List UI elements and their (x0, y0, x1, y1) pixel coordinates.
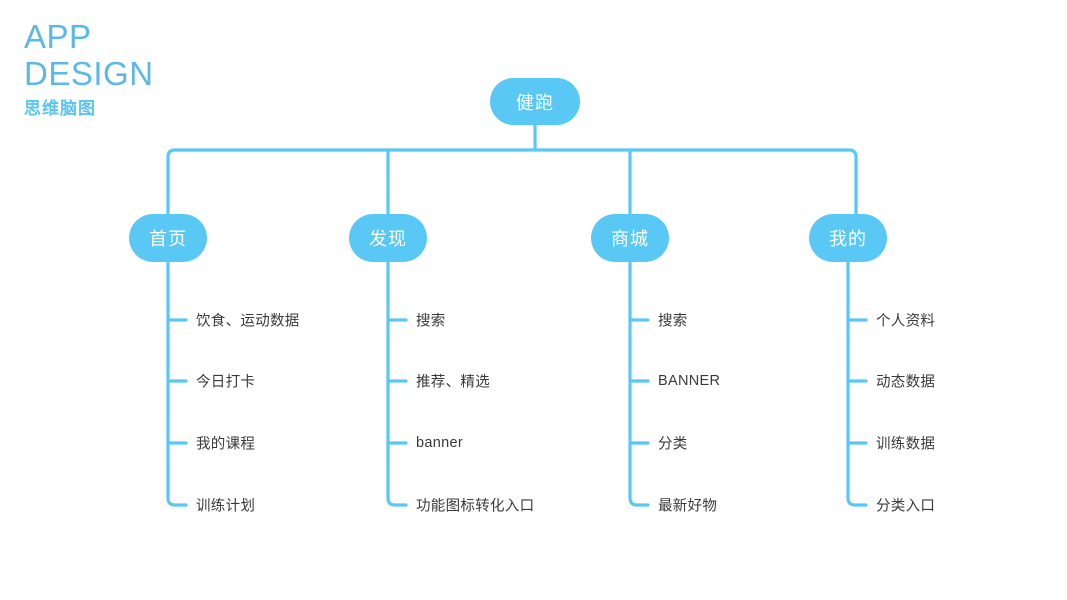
connector-spine-2 (386, 254, 408, 507)
title-block: APP DESIGN 思维脑图 (24, 20, 154, 117)
node-root[interactable]: 健跑 (490, 78, 580, 125)
leaf-label[interactable]: 推荐、精选 (416, 374, 490, 391)
leaf-label[interactable]: 搜索 (416, 313, 446, 330)
leaf-label[interactable]: 饮食、运动数据 (196, 313, 300, 330)
leaf-label[interactable]: 个人资料 (876, 313, 936, 330)
leaf-label[interactable]: 训练计划 (196, 498, 256, 515)
node-branch-2[interactable]: 发现 (349, 214, 427, 262)
connector-bus (166, 148, 858, 216)
node-branch-label: 商城 (611, 229, 649, 249)
connector-spine-3 (628, 254, 650, 507)
title-line-2: DESIGN (24, 55, 154, 92)
node-branch-1[interactable]: 首页 (129, 214, 207, 262)
subtitle: 思维脑图 (24, 99, 96, 118)
node-branch-label: 首页 (149, 229, 187, 249)
node-branch-3[interactable]: 商城 (591, 214, 669, 262)
leaf-label[interactable]: 动态数据 (876, 374, 936, 391)
leaf-label[interactable]: 分类 (658, 436, 688, 453)
node-branch-4[interactable]: 我的 (809, 214, 887, 262)
leaf-label[interactable]: BANNER (658, 373, 721, 389)
connector-spine-4 (846, 254, 868, 507)
leaf-label[interactable]: 搜索 (658, 313, 688, 330)
leaf-label[interactable]: 我的课程 (196, 436, 256, 453)
leaf-label[interactable]: 分类入口 (876, 498, 936, 515)
leaf-label[interactable]: 功能图标转化入口 (416, 498, 535, 515)
leaf-label[interactable]: 最新好物 (658, 498, 718, 515)
node-branch-label: 发现 (369, 229, 407, 249)
leaf-label[interactable]: banner (416, 435, 463, 451)
leaf-label[interactable]: 训练数据 (876, 436, 936, 453)
leaf-label[interactable]: 今日打卡 (196, 374, 256, 391)
title-line-1: APP (24, 18, 92, 55)
node-root-label: 健跑 (516, 92, 554, 113)
connector-spine-1 (166, 254, 188, 507)
node-branch-label: 我的 (829, 229, 867, 249)
